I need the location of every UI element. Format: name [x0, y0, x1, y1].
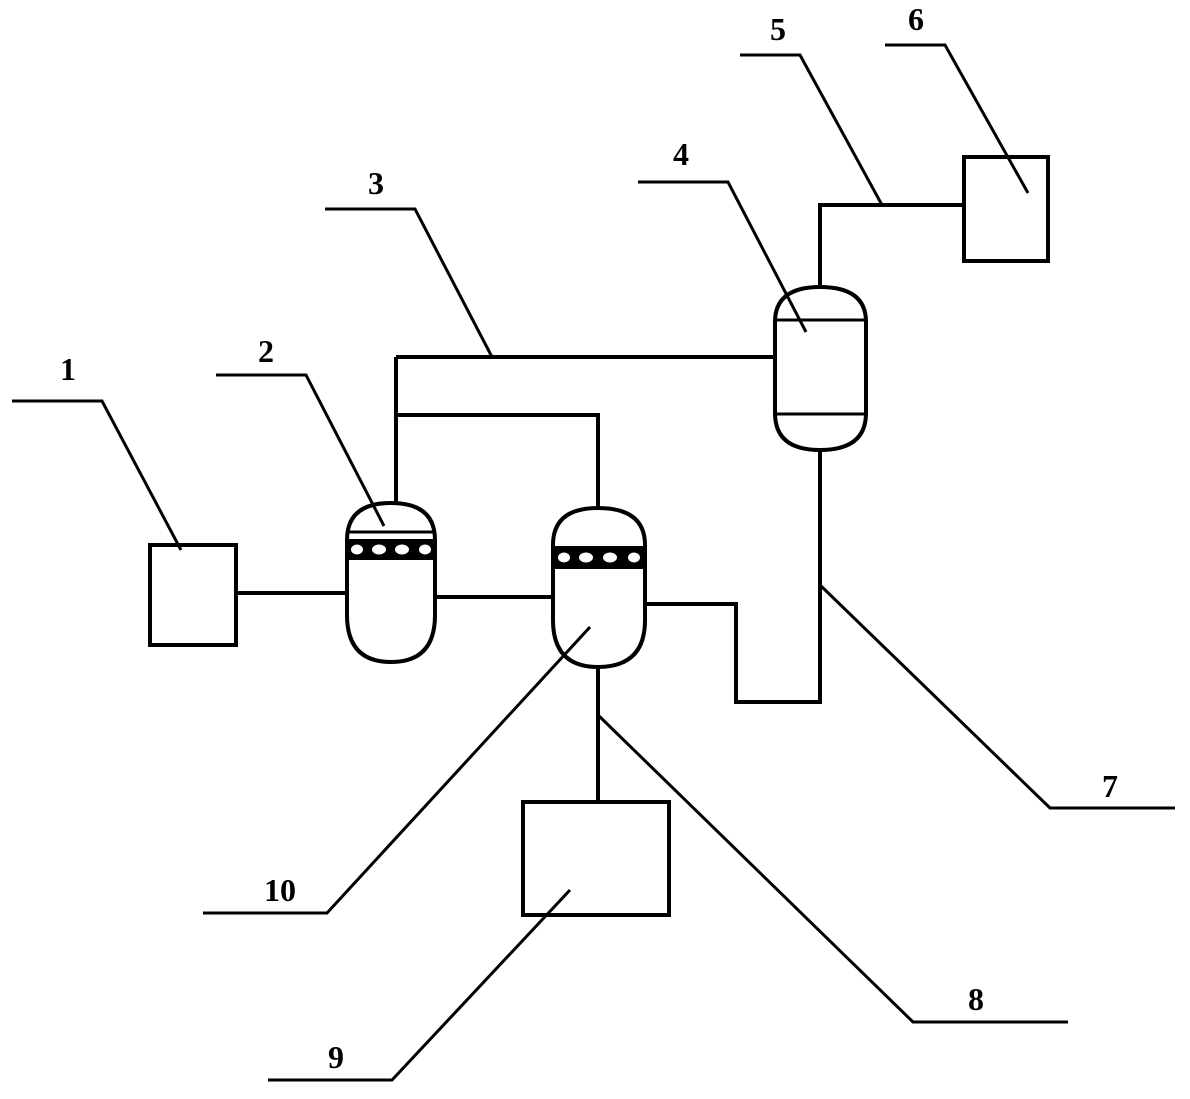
label-3: 3: [368, 165, 384, 201]
label-9: 9: [328, 1039, 344, 1075]
pellet: [603, 552, 617, 563]
pellet: [419, 544, 431, 555]
leader-4: [638, 180, 808, 333]
reactor-2: [345, 500, 437, 665]
pipe-4-to-6: [818, 203, 964, 287]
leader-2: [216, 373, 386, 527]
pipe-10-to-4: [645, 450, 822, 704]
piping: [236, 203, 964, 802]
reactor-10-packing: [552, 546, 646, 569]
leader-10: [203, 625, 592, 915]
leader-7: [818, 583, 1175, 810]
labels: 1 2 3 4 5 6 7 8 9 10: [60, 1, 1118, 1075]
pellet: [628, 552, 640, 563]
label-7: 7: [1102, 768, 1118, 804]
leader-6: [885, 43, 1030, 194]
leader-1: [12, 399, 183, 551]
label-6: 6: [908, 1, 924, 37]
label-1: 1: [60, 351, 76, 387]
pellet: [395, 544, 409, 555]
tank-9: [521, 800, 671, 917]
leader-3: [325, 207, 494, 358]
leader-5: [740, 53, 884, 206]
reactor-10: [551, 505, 647, 670]
leader-8: [596, 713, 1068, 1024]
pellet: [579, 552, 593, 563]
pellet: [351, 544, 363, 555]
label-4: 4: [673, 136, 689, 172]
tank-1: [148, 543, 238, 647]
separator-4-shell: [773, 284, 868, 453]
reactor-2-shell: [345, 500, 437, 665]
label-8: 8: [968, 981, 984, 1017]
tank-6: [962, 155, 1050, 263]
label-2: 2: [258, 333, 274, 369]
label-10: 10: [264, 872, 296, 908]
leader-9: [268, 888, 572, 1082]
pellet: [558, 552, 570, 563]
reactor-2-packing: [346, 539, 436, 560]
reactor-10-shell: [551, 505, 647, 670]
separator-4: [773, 284, 868, 453]
leaders: [12, 43, 1175, 1082]
pipe-2-to-10-top: [396, 413, 600, 508]
label-5: 5: [770, 11, 786, 47]
pellet: [372, 544, 386, 555]
